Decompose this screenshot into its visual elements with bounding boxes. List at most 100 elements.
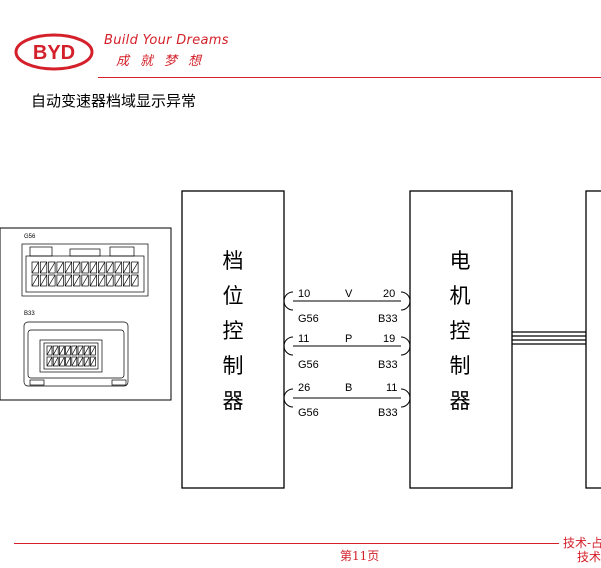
page-number: 第11页 — [340, 549, 380, 563]
right-box-char: 制 — [450, 354, 471, 378]
connector-pin-cell — [98, 274, 106, 287]
wire-right-pin: 11 — [386, 382, 397, 394]
connector-pin-cell — [81, 261, 89, 274]
wire-3: 26 B 11 G56 B33 — [283, 382, 411, 419]
connector-pin-cell — [52, 345, 59, 356]
connector-pin-hatch — [48, 274, 56, 287]
connector-pin-cell — [52, 356, 59, 367]
connector-pin-hatch — [31, 261, 39, 274]
connector-pin-cell — [73, 261, 81, 274]
connector-pin-cell — [71, 345, 78, 356]
connector-pin-cell — [65, 356, 71, 367]
wire-right-connector: B33 — [378, 359, 398, 371]
wire-left-pin: 11 — [298, 333, 309, 345]
connector-label-b33: B33 — [24, 311, 35, 317]
wire-signal: B — [345, 382, 352, 394]
connector-pin-cell — [122, 261, 131, 274]
footer-right-line2: 技术 — [577, 550, 601, 564]
connector-pin-cell — [81, 274, 89, 287]
connector-pin-cell — [59, 345, 65, 356]
connector-pin-hatch — [106, 274, 114, 287]
connector-pin-hatch — [48, 261, 56, 274]
connector-pin-hatch — [64, 274, 73, 287]
connector-pin-cell — [39, 274, 48, 287]
connector-pin-hatch — [90, 356, 96, 367]
connector-pin-hatch — [31, 274, 39, 287]
connector-pin-hatch — [71, 356, 78, 367]
connector-pin-hatch — [122, 274, 131, 287]
connector-pin-cell — [71, 356, 78, 367]
connector-pin-cell — [89, 274, 97, 287]
connector-pin-hatch — [46, 345, 53, 356]
logo-text: BYD — [33, 42, 75, 64]
wire-right-connector: B33 — [378, 407, 398, 419]
connector-pin-hatch — [81, 261, 89, 274]
connector-pin-hatch — [114, 274, 122, 287]
connector-pin-hatch — [77, 356, 84, 367]
connector-pin-cell — [90, 356, 96, 367]
connector-label-g56: G56 — [24, 234, 36, 240]
connector-pin-hatch — [56, 274, 64, 287]
right-box-char: 机 — [450, 284, 471, 308]
connector-pin-hatch — [52, 356, 59, 367]
connector-panel: G56 B33 — [0, 227, 172, 401]
connector-pin-hatch — [114, 261, 122, 274]
connector-pin-cell — [89, 261, 97, 274]
connector-pin-cell — [106, 261, 114, 274]
connector-pin-hatch — [90, 345, 96, 356]
wire-right-pin: 20 — [383, 288, 395, 300]
connector-pin-cell — [77, 356, 84, 367]
footer-right-line1: 技术-占 — [563, 536, 601, 550]
connector-pin-hatch — [89, 274, 97, 287]
b33-connector-drawing — [23, 321, 129, 387]
connector-pin-cell — [46, 345, 53, 356]
connector-pin-cell — [83, 356, 90, 367]
connector-pin-hatch — [89, 261, 97, 274]
connector-pin-hatch — [59, 356, 65, 367]
connector-pin-hatch — [56, 261, 64, 274]
connector-pin-cell — [64, 274, 73, 287]
third-module-box-partial — [585, 190, 601, 489]
wire-left-pin: 26 — [298, 382, 310, 394]
connector-pin-cell — [114, 261, 122, 274]
connector-pin-cell — [77, 345, 84, 356]
connector-pin-cell — [48, 261, 56, 274]
wire-left-connector: G56 — [298, 359, 319, 371]
motor-controller-label: 电 机 控 制 器 — [450, 249, 471, 413]
wire-left-connector: G56 — [298, 407, 319, 419]
connector-pin-cell — [31, 261, 39, 274]
wire-signal: V — [345, 288, 353, 300]
shift-controller-label: 档 位 控 制 器 — [223, 249, 244, 413]
connector-pin-cell — [48, 274, 56, 287]
page-title: 自动变速器档域显示异常 — [31, 92, 197, 110]
connector-pin-cell — [73, 274, 81, 287]
connector-pin-hatch — [77, 345, 84, 356]
connector-pin-hatch — [83, 356, 90, 367]
slogan-english: Build Your Dreams — [104, 33, 229, 48]
connector-pin-hatch — [39, 274, 48, 287]
wire-right-connector: B33 — [378, 313, 398, 325]
connector-pin-hatch — [52, 345, 59, 356]
connector-pin-cell — [56, 261, 64, 274]
connector-pin-cell — [56, 274, 64, 287]
left-box-char: 位 — [223, 284, 244, 308]
connector-pin-cell — [46, 356, 53, 367]
connector-pin-hatch — [106, 261, 114, 274]
byd-logo: BYD — [14, 33, 94, 71]
shift-controller-box — [181, 190, 285, 489]
right-box-char: 电 — [450, 249, 471, 273]
connector-pin-hatch — [39, 261, 48, 274]
connector-pin-hatch — [122, 261, 131, 274]
connector-pin-hatch — [46, 356, 53, 367]
connector-pin-cell — [39, 261, 48, 274]
connector-pin-hatch — [73, 261, 81, 274]
connector-pin-cell — [64, 261, 73, 274]
connector-pin-cell — [106, 274, 114, 287]
connector-pin-hatch — [65, 356, 71, 367]
connector-pin-hatch — [59, 345, 65, 356]
wire-right-pin: 19 — [383, 333, 395, 345]
right-box-char: 器 — [450, 389, 471, 413]
connector-pin-hatch — [64, 261, 73, 274]
footer-divider — [14, 543, 559, 544]
